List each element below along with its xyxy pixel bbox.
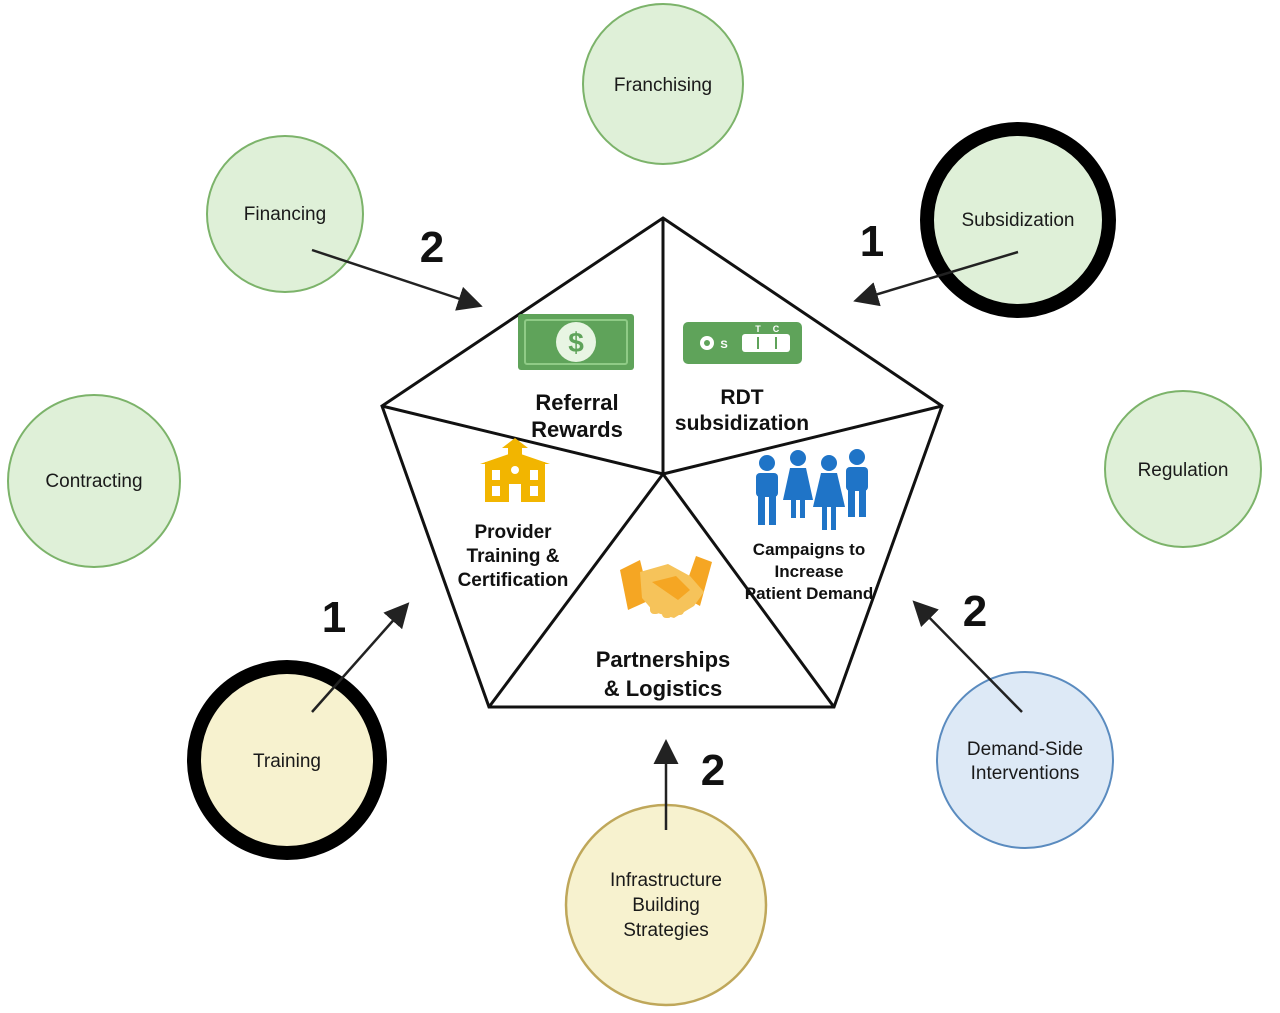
segment-campaigns-label-line2: Increase [775,562,844,581]
segment-campaigns-label-line3: Patient Demand [745,584,873,603]
arrow-subsidization [853,250,1019,307]
rapid-test-letter-c: C [773,324,780,334]
node-regulation-circle [1104,390,1262,548]
node-training-label: Training [253,751,321,772]
segment-rdt-subsidization-label-line1: RDT [720,386,763,409]
svg-text:$: $ [568,327,584,358]
arrow-demand-side [912,600,1023,713]
node-training-circle [187,660,387,860]
node-demand-side-circle [936,671,1114,849]
segment-provider-training: Provider Training & Certification [458,438,569,591]
arrow-training [311,602,410,713]
node-regulation: Regulation [1104,390,1262,548]
segment-partnerships: Partnerships & Logistics [596,556,731,701]
segment-provider-training-label-line3: Certification [458,570,569,591]
arrow-number-training: 1 [322,593,346,642]
arrow-number-demand-side: 2 [963,587,987,636]
node-infrastructure-label-line1: Infrastructure [610,870,722,891]
people-group-icon [756,449,868,530]
node-infrastructure: Infrastructure Building Strategies [564,803,768,1007]
rapid-test-letter-s: S [720,339,727,351]
pentagon-divider-bottom-left [487,473,665,708]
pentagon-divider-bottom-right [661,473,836,708]
node-regulation-label: Regulation [1138,460,1229,481]
node-demand-side: Demand-Side Interventions [936,671,1114,849]
handshake-icon [620,556,712,618]
arrow-number-financing: 2 [420,223,444,272]
node-training: Training [187,660,387,860]
node-franchising-label: Franchising [614,75,712,96]
segment-referral-rewards-label-line2: Rewards [531,417,623,442]
segment-rdt-subsidization-label-line2: subsidization [675,412,809,435]
node-financing-label: Financing [244,204,326,225]
node-franchising-circle [582,3,744,165]
node-infrastructure-label-line2: Building [632,895,700,916]
arrow-number-subsidization: 1 [860,217,884,266]
segment-campaigns-label-line1: Campaigns to [753,540,865,559]
node-contracting-label: Contracting [45,471,142,492]
segment-campaigns: Campaigns to Increase Patient Demand [745,449,873,603]
pentagon-divider-left [381,404,664,476]
node-franchising: Franchising [582,3,744,165]
node-infrastructure-label-line3: Strategies [623,920,709,941]
node-subsidization: Subsidization [920,122,1116,318]
school-building-icon [480,438,550,502]
arrow-financing [311,248,483,311]
node-demand-side-label-line2: Interventions [971,763,1080,784]
pentagon-divider-right [662,404,943,476]
rapid-test-icon: S T C [683,322,802,364]
segment-provider-training-label-line1: Provider [474,522,552,543]
rapid-test-letter-t: T [755,324,761,334]
segment-rdt-subsidization: S T C RDT subsidization [675,322,809,435]
segment-provider-training-label-line2: Training & [467,546,560,567]
segment-referral-rewards: $ Referral Rewards [518,314,634,442]
segment-partnerships-label-line2: & Logistics [604,676,723,701]
segment-referral-rewards-label-line1: Referral [535,390,618,415]
arrow-number-infrastructure: 2 [701,746,725,795]
segment-partnerships-label-line1: Partnerships [596,647,731,672]
node-contracting: Contracting [7,394,181,568]
node-financing: Financing [206,135,364,293]
node-demand-side-label-line1: Demand-Side [967,739,1083,760]
node-contracting-circle [7,394,181,568]
dollar-bill-icon: $ [518,314,634,370]
node-subsidization-label: Subsidization [961,210,1074,231]
